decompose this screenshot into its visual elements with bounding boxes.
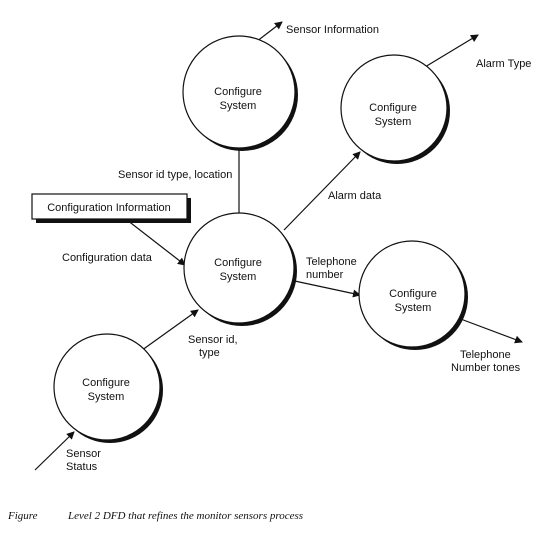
process-configure-system-telephone: Configure System: [358, 240, 468, 350]
flow-label-alarm-type: Alarm Type: [476, 58, 531, 70]
flow-label-telephone-number-2: number: [306, 269, 344, 281]
figure-caption-prefix: Figure: [7, 510, 38, 522]
flow-label-telephone-number-1: Telephone: [306, 256, 357, 268]
flow-telephone-number-arrow: [289, 279, 361, 298]
flow-label-telephone-tones-2: Number tones: [451, 362, 521, 374]
process-configure-system-bottom: Configure System: [53, 333, 163, 443]
process-configure-system-alarm: Configure System: [340, 54, 450, 164]
flow-alarm-type-arrow: [419, 34, 479, 71]
flow-label-sensor-information: Sensor Information: [286, 24, 379, 36]
flow-label-sensor-id-type-location: Sensor id type, location: [118, 169, 232, 181]
node-alarm-line2: System: [375, 116, 412, 128]
node-top-line2: System: [220, 100, 257, 112]
flow-label-telephone-tones-1: Telephone: [460, 349, 511, 361]
flow-alarm-data-arrow: [283, 151, 361, 231]
external-entity-configuration-information: Configuration Information: [31, 193, 191, 223]
node-alarm-line1: Configure: [369, 102, 417, 114]
flow-sensor-status-arrow: [34, 431, 75, 471]
node-center-line1: Configure: [214, 257, 262, 269]
flow-label-sensor-status-1: Sensor: [66, 448, 101, 460]
process-configure-system-center: Configure System: [183, 212, 297, 326]
node-bottom-line1: Configure: [82, 377, 130, 389]
flow-label-sensor-id-1: Sensor id,: [188, 334, 238, 346]
flow-label-sensor-status-2: Status: [66, 461, 98, 473]
flow-telephone-tones-arrow: [457, 317, 523, 344]
flow-label-alarm-data: Alarm data: [328, 190, 382, 202]
flow-configuration-data-arrow: [126, 219, 186, 266]
node-top-line1: Configure: [214, 86, 262, 98]
process-configure-system-top: Configure System: [182, 35, 298, 151]
external-entity-label: Configuration Information: [47, 202, 171, 214]
node-telephone-line2: System: [395, 302, 432, 314]
node-telephone-line1: Configure: [389, 288, 437, 300]
flow-label-configuration-data: Configuration data: [62, 252, 153, 264]
flow-label-sensor-id-2: type: [199, 347, 220, 359]
node-center-line2: System: [220, 271, 257, 283]
node-bottom-line2: System: [88, 391, 125, 403]
figure-caption-text: Level 2 DFD that refines the monitor sen…: [67, 510, 303, 522]
flow-sensor-id-type-arrow: [137, 309, 199, 354]
